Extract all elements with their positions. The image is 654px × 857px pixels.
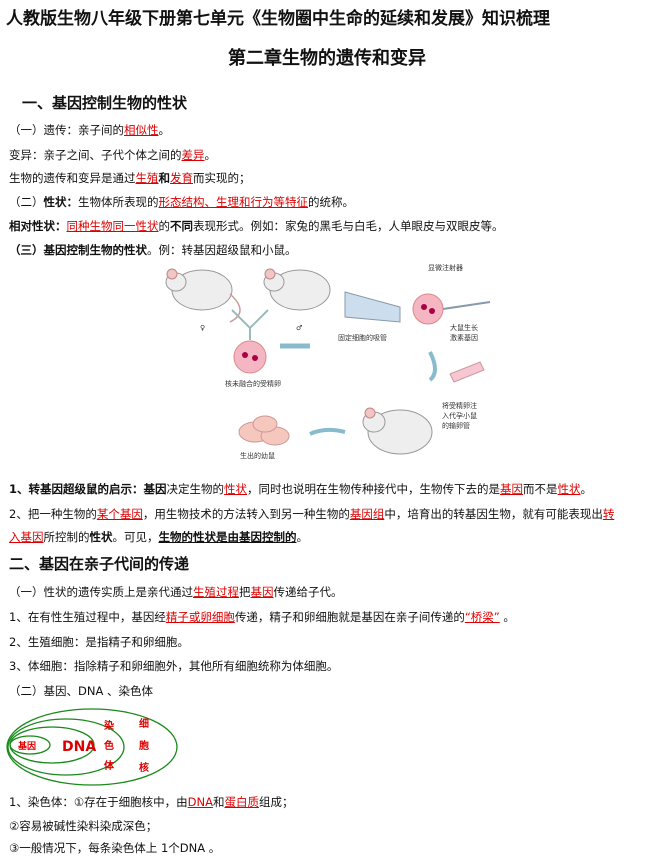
male-symbol: ♂ (296, 324, 302, 332)
line-chromosome-1: 1、染色体：①存在于细胞核中，由DNA和蛋白质组成； (9, 795, 294, 809)
implant-label-1: 将受精卵注 (442, 401, 477, 410)
injector-label: 显微注射器 (428, 263, 463, 272)
pups-label: 生出的幼鼠 (240, 451, 275, 460)
female-symbol: ♀ (200, 324, 205, 332)
line-inheritance: （一）性状的遗传实质上是亲代通过生殖过程把基因传递给子代。 (9, 585, 343, 599)
line-germ-cell: 2、生殖细胞：是指精子和卵细胞。 (9, 635, 189, 649)
pipette (449, 361, 485, 383)
point-1: 1、转基因超级鼠的启示：基因决定生物的性状，同时也说明在生物传种接代中，生物传下… (9, 482, 593, 496)
venn-dna-label: DNA (62, 739, 96, 755)
arrow-3 (309, 427, 346, 436)
line-gene-control: （三）基因控制生物的性状。例：转基因超级鼠和小鼠。 (9, 243, 297, 257)
line-realization: 生物的遗传和变异是通过生殖和发育而实现的； (9, 171, 251, 185)
gene-ellipse (9, 735, 51, 755)
transgenic-mouse-figure: ♀ ♂ 核未融合的受精卵 显微注射器 固定细胞的吸管 大鼠生长 激素基因 将受精… (165, 263, 491, 460)
venn-nucleus-3: 核 (139, 761, 149, 774)
female-mouse (165, 268, 241, 323)
implant-label-3: 的输卵管 (442, 421, 470, 430)
fertilized-egg (233, 340, 267, 374)
chapter-title: 第二章生物的遗传和变异 (228, 48, 426, 69)
holder-label: 固定细胞的吸管 (338, 333, 387, 342)
venn-gene-label: 基因 (17, 740, 36, 752)
document-title: 人教版生物八年级下册第七单元《生物圈中生命的延续和发展》知识梳理 (6, 9, 550, 29)
point-2: 2、把一种生物的某个基因，用生物技术的方法转入到另一种生物的基因组中，培育出的转… (9, 507, 615, 521)
section-heading-1: 一、基因控制生物的性状 (22, 94, 188, 112)
line-bridge: 1、在有性生殖过程中，基因经精子或卵细胞传递，精子和卵细胞就是基因在亲子间传递的… (9, 610, 515, 624)
venn-nucleus-1: 细 (139, 717, 149, 730)
pups (238, 415, 290, 446)
fusion-lines (231, 309, 269, 340)
venn-nucleus-2: 胞 (138, 739, 149, 752)
male-mouse (263, 268, 331, 311)
implant-label-2: 入代孕小鼠 (442, 411, 477, 420)
venn-chrom-2: 色 (104, 739, 114, 752)
line-somatic-cell: 3、体细胞：指除精子和卵细胞外，其他所有细胞统称为体细胞。 (9, 659, 339, 673)
nucleus-ellipse (6, 708, 178, 786)
chromosome-ellipse (7, 718, 125, 776)
line-chromosome-3: ③一般情况下，每条染色体上 1个DNA 。 (9, 841, 221, 855)
line-heredity: （一）遗传：亲子间的相似性。 (9, 123, 170, 137)
section-heading-2: 二、基因在亲子代间的传递 (9, 555, 190, 573)
line-gene-dna-chromosome: （二）基因、DNA 、染色体 (9, 684, 153, 698)
arrow-2 (428, 351, 437, 382)
gene-label-1: 大鼠生长 (450, 323, 478, 332)
line-chromosome-2: ②容易被碱性染料染成深色； (9, 819, 158, 833)
line-variation: 变异：亲子之间、子代个体之间的差异。 (9, 148, 216, 162)
venn-chrom-1: 染 (103, 719, 115, 732)
egg-label: 核未融合的受精卵 (225, 379, 281, 388)
injection-apparatus (344, 291, 491, 325)
venn-chrom-3: 体 (104, 759, 115, 772)
venn-diagram: 基因 DNA 染 色 体 细 胞 核 (6, 708, 178, 786)
point-2-cont: 入基因所控制的性状。可见，生物的性状是由基因控制的。 (9, 530, 308, 544)
line-trait: （二）性状：生物体所表现的形态结构、生理和行为等特征的统称。 (9, 195, 354, 209)
surrogate-mouse (362, 407, 433, 455)
line-relative-trait: 相对性状：同种生物同一性状的不同表现形式。例如：家兔的黑毛与白毛，人单眼皮与双眼… (9, 219, 504, 233)
gene-label-2: 激素基因 (450, 333, 478, 342)
